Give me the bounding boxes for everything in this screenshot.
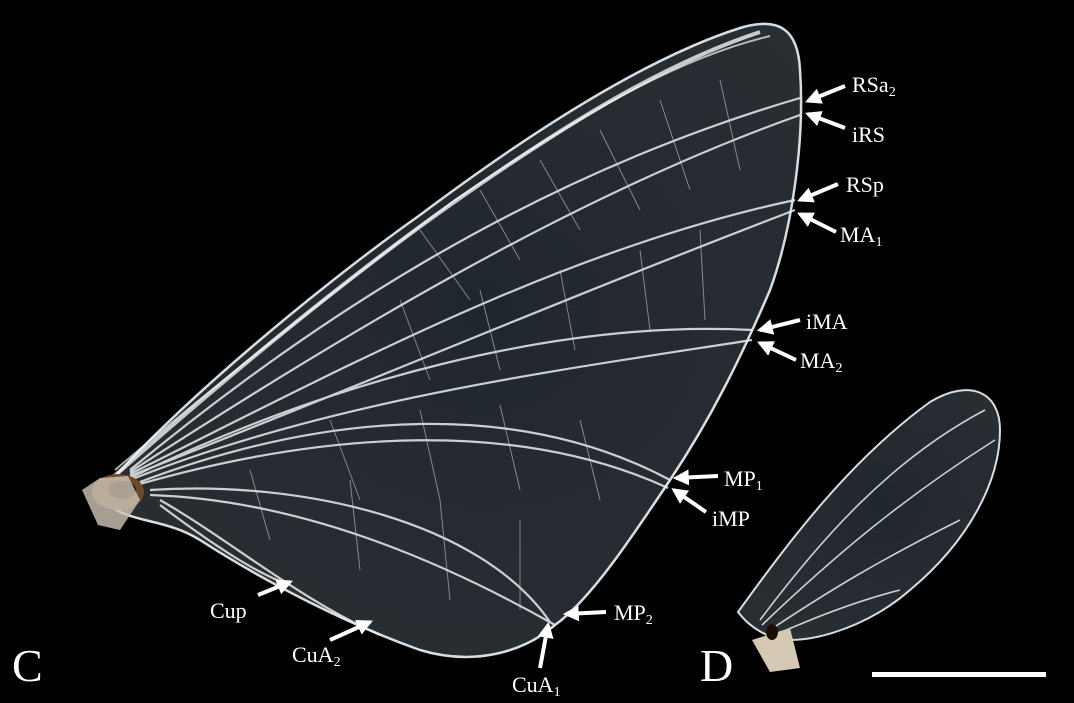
arrow-ima <box>756 318 801 335</box>
label-rsa2: RSa2 <box>852 72 896 100</box>
arrow-cua1 <box>537 621 554 669</box>
label-ma2: MA2 <box>800 348 843 376</box>
label-rsp: RSp <box>846 172 884 197</box>
arrow-rsa2 <box>805 84 846 104</box>
label-mp2: MP2 <box>614 600 653 628</box>
scale-bar <box>872 672 1046 677</box>
label-imp: iMP <box>712 506 750 531</box>
label-cua1: CuA1 <box>512 672 561 700</box>
panel-letter-d: D <box>700 640 734 691</box>
arrow-cup <box>257 579 293 597</box>
arrow-mp2 <box>562 605 607 622</box>
arrow-imp <box>671 488 708 514</box>
arrow-ma2 <box>757 341 797 362</box>
arrow-rsp <box>797 182 839 203</box>
arrow-ma1 <box>797 212 837 234</box>
label-ima: iMA <box>806 309 848 334</box>
arrow-mp1 <box>672 469 719 486</box>
hindwing-d <box>736 389 1002 672</box>
arrow-irs <box>805 111 846 130</box>
label-ma1: MA1 <box>840 222 883 250</box>
label-cup: Cup <box>210 598 247 623</box>
label-mp1: MP1 <box>724 466 763 494</box>
forewing-c <box>82 22 803 659</box>
label-cua2: CuA2 <box>292 642 341 670</box>
annotation-arrows <box>257 84 846 669</box>
label-irs: iRS <box>852 122 886 147</box>
panel-letter-c: C <box>12 640 43 691</box>
arrow-cua2 <box>329 619 373 642</box>
